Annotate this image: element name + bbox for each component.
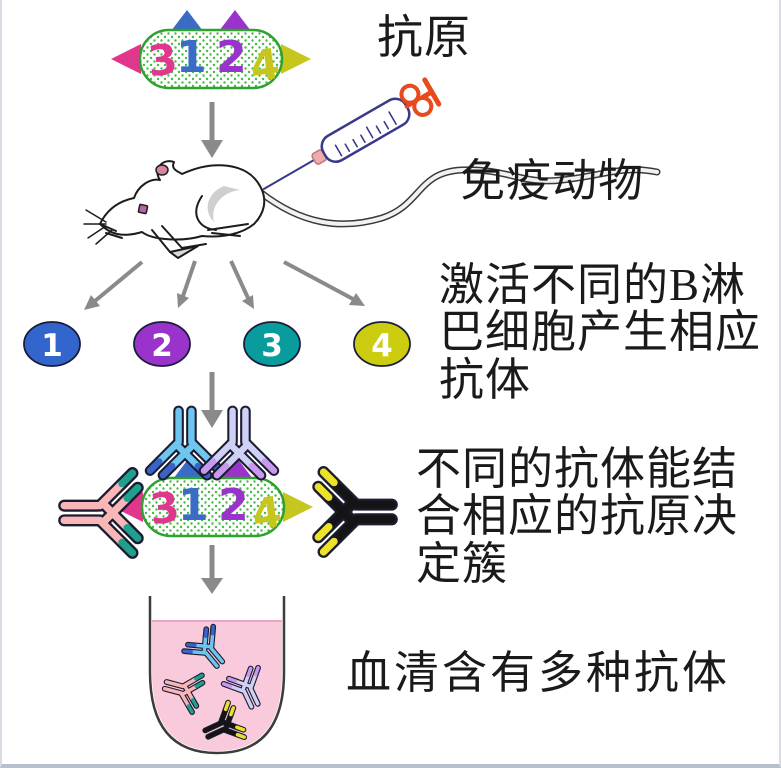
b-cell-4: 4 — [353, 321, 411, 367]
mouse-illustration — [83, 77, 661, 259]
b-cell-4-number: 4 — [371, 328, 393, 364]
down-arrow-icon — [201, 545, 223, 594]
label-immunized-animal: 免疫动物 — [460, 156, 645, 206]
label-antibody-binding: 不同的抗体能结合相应的抗原决定簇 — [416, 444, 739, 589]
antigen-shape: 3 1 2 4 — [113, 458, 313, 539]
epitope-3-triangle — [113, 492, 143, 522]
b-cell-1: 1 — [23, 321, 81, 367]
epitope-1-triangle — [171, 10, 203, 31]
epitope-2-triangle — [221, 458, 253, 479]
mouse-ear — [155, 164, 169, 176]
epitope-2-number: 2 — [218, 480, 249, 531]
b-cell-row: 1 2 3 4 — [23, 321, 411, 367]
down-arrow-icon — [201, 102, 223, 158]
antibody-antigen-complex: 3 1 2 4 — [64, 411, 392, 553]
epitope-3-number: 3 — [146, 34, 180, 86]
epitope-1-number: 1 — [178, 480, 209, 531]
tube-wall — [148, 596, 286, 755]
epitope-3-triangle — [111, 44, 141, 74]
epitope-2-triangle — [219, 10, 251, 31]
mouse-eye — [137, 203, 149, 215]
b-cell-1-number: 1 — [41, 328, 63, 364]
antigen-body — [138, 28, 284, 90]
bound-antibody-4 — [318, 472, 392, 552]
epitope-4-triangle — [283, 492, 313, 522]
label-serum: 血清含有多种抗体 — [346, 648, 731, 698]
fan-arrow-3 — [229, 260, 254, 309]
antigen-shape: 3 1 2 4 — [111, 10, 311, 91]
fan-arrow-4 — [283, 260, 365, 306]
b-cell-3-number: 3 — [261, 328, 283, 364]
epitope-1-triangle — [173, 458, 205, 479]
b-cell-2-number: 2 — [151, 328, 173, 364]
mouse-body — [99, 160, 266, 241]
fan-arrow-1 — [84, 260, 144, 310]
epitope-2-number: 2 — [216, 32, 247, 83]
b-cell-3: 3 — [243, 321, 301, 367]
serum-tube — [148, 596, 286, 755]
b-cell-2: 2 — [133, 321, 191, 367]
epitope-4-triangle — [281, 44, 311, 74]
epitope-1-number: 1 — [176, 32, 207, 83]
fan-arrow-2 — [177, 260, 197, 308]
label-b-cell-activation: 激活不同的B淋巴细胞产生相应抗体 — [439, 260, 762, 405]
label-antigen: 抗原 — [377, 12, 471, 63]
epitope-4-number: 4 — [249, 487, 285, 540]
epitope-3-number: 3 — [148, 482, 182, 534]
syringe-icon — [262, 77, 442, 190]
down-arrow-icon — [201, 372, 223, 428]
epitope-4-number: 4 — [247, 39, 283, 92]
